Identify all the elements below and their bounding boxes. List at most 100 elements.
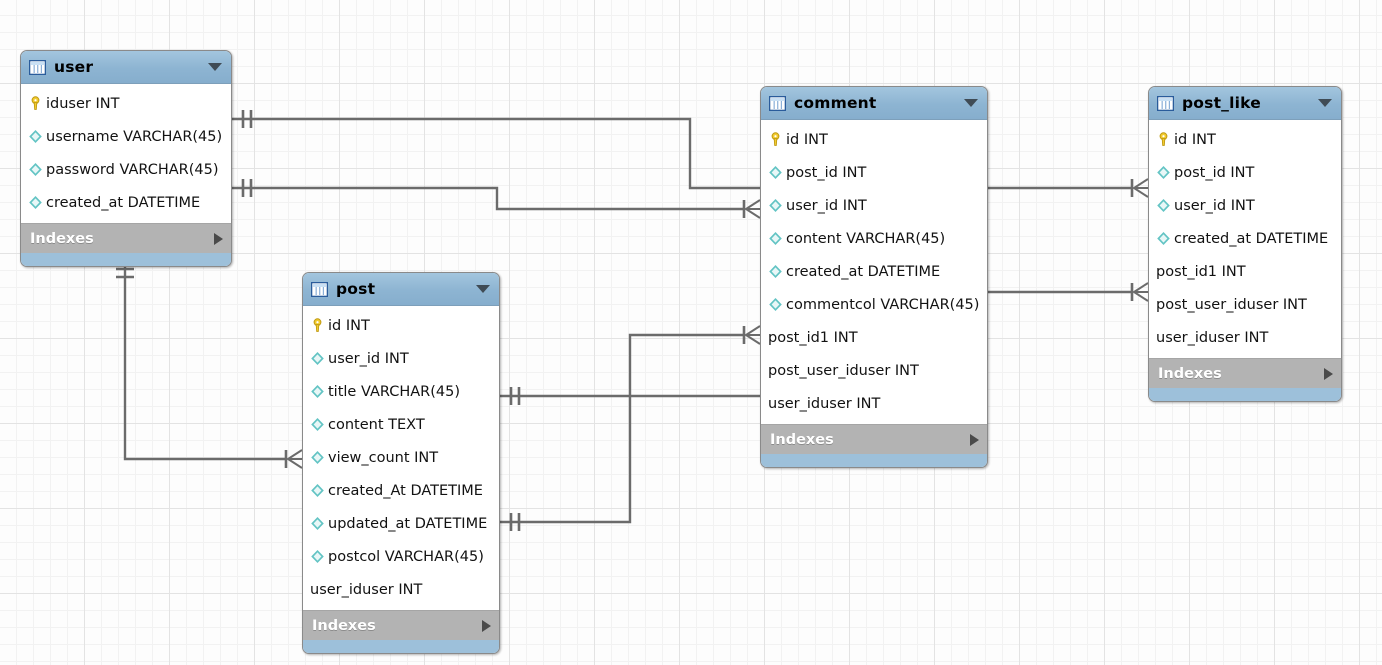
- column-row[interactable]: content TEXT: [303, 408, 499, 441]
- column-label: id INT: [328, 317, 370, 334]
- relationship-user-to-post: [116, 265, 304, 470]
- column-row[interactable]: user_iduser INT: [303, 573, 499, 606]
- column-row[interactable]: user_iduser INT: [761, 387, 987, 420]
- cardinality-one-marker: [241, 179, 253, 197]
- column-label: created_At DATETIME: [328, 482, 483, 499]
- table-header-comment[interactable]: comment: [761, 87, 987, 120]
- column-row[interactable]: post_id1 INT: [1149, 255, 1341, 288]
- column-row[interactable]: id INT: [303, 309, 499, 342]
- chevron-down-icon[interactable]: [208, 63, 222, 71]
- relationship-post-to-comment-post-id1: [500, 324, 762, 531]
- table-name-label: post: [336, 280, 376, 298]
- column-row[interactable]: username VARCHAR(45): [21, 120, 231, 153]
- column-label: username VARCHAR(45): [46, 128, 223, 145]
- column-label: post_id1 INT: [768, 329, 858, 346]
- table-comment[interactable]: comment id INT post_id INT user_id INT conte…: [760, 86, 988, 468]
- chevron-right-icon[interactable]: [1324, 367, 1333, 380]
- column-label: post_user_iduser INT: [1156, 296, 1307, 313]
- cardinality-many-marker: [742, 198, 762, 220]
- column-label: created_at DATETIME: [1174, 230, 1329, 247]
- column-row[interactable]: created_at DATETIME: [761, 255, 987, 288]
- column-diamond-icon: [29, 162, 42, 177]
- column-row[interactable]: post_user_iduser INT: [1149, 288, 1341, 321]
- column-label: created_at DATETIME: [46, 194, 201, 211]
- column-row[interactable]: user_iduser INT: [1149, 321, 1341, 354]
- column-diamond-icon: [1157, 231, 1170, 246]
- table-post[interactable]: post id INT user_id INT title VARCHAR(45) co…: [302, 272, 500, 654]
- cardinality-many-marker: [284, 448, 304, 470]
- column-row[interactable]: created_at DATETIME: [21, 186, 231, 219]
- column-row[interactable]: iduser INT: [21, 87, 231, 120]
- table-columns-post_like: id INT post_id INT user_id INT created_at D…: [1149, 120, 1341, 358]
- table-footer-strip: [761, 454, 987, 467]
- column-label: user_id INT: [328, 350, 409, 367]
- column-label: user_id INT: [1174, 197, 1255, 214]
- chevron-right-icon[interactable]: [970, 433, 979, 446]
- primary-key-icon: [31, 96, 40, 110]
- column-label: user_iduser INT: [310, 581, 423, 598]
- indexes-section-post_like[interactable]: Indexes: [1149, 358, 1341, 388]
- table-user[interactable]: user iduser INT username VARCHAR(45) passwo…: [20, 50, 232, 267]
- relationship-user-to-comment-user-id: [232, 179, 762, 220]
- table-columns-post: id INT user_id INT title VARCHAR(45) conten…: [303, 306, 499, 610]
- column-row[interactable]: content VARCHAR(45): [761, 222, 987, 255]
- column-diamond-icon: [311, 417, 324, 432]
- chevron-down-icon[interactable]: [1318, 99, 1332, 107]
- column-row[interactable]: password VARCHAR(45): [21, 153, 231, 186]
- table-name-label: comment: [794, 94, 877, 112]
- column-row[interactable]: commentcol VARCHAR(45): [761, 288, 987, 321]
- column-row[interactable]: id INT: [1149, 123, 1341, 156]
- table-header-post[interactable]: post: [303, 273, 499, 306]
- relationship-user-to-comment-user-iduser: [232, 110, 760, 190]
- column-row[interactable]: post_id1 INT: [761, 321, 987, 354]
- primary-key-icon: [771, 132, 780, 146]
- column-row[interactable]: post_id INT: [1149, 156, 1341, 189]
- table-header-user[interactable]: user: [21, 51, 231, 84]
- cardinality-one-marker: [509, 513, 521, 531]
- column-diamond-icon: [769, 264, 782, 279]
- column-row[interactable]: created_At DATETIME: [303, 474, 499, 507]
- indexes-section-post[interactable]: Indexes: [303, 610, 499, 640]
- chevron-down-icon[interactable]: [476, 285, 490, 293]
- column-label: id INT: [1174, 131, 1216, 148]
- column-row[interactable]: postcol VARCHAR(45): [303, 540, 499, 573]
- table-header-post_like[interactable]: post_like: [1149, 87, 1341, 120]
- table-footer-strip: [303, 640, 499, 653]
- column-label: content TEXT: [328, 416, 425, 433]
- column-label: post_id INT: [786, 164, 867, 181]
- column-row[interactable]: post_id INT: [761, 156, 987, 189]
- column-diamond-icon: [311, 351, 324, 366]
- table-footer-strip: [21, 253, 231, 266]
- relationship-comment-to-post-like-upper: [988, 177, 1150, 199]
- indexes-label: Indexes: [30, 230, 94, 247]
- column-row[interactable]: view_count INT: [303, 441, 499, 474]
- column-label: created_at DATETIME: [786, 263, 941, 280]
- column-label: postcol VARCHAR(45): [328, 548, 484, 565]
- column-row[interactable]: title VARCHAR(45): [303, 375, 499, 408]
- chevron-down-icon[interactable]: [964, 99, 978, 107]
- column-label: view_count INT: [328, 449, 439, 466]
- column-row[interactable]: post_user_iduser INT: [761, 354, 987, 387]
- column-row[interactable]: user_id INT: [303, 342, 499, 375]
- column-row[interactable]: user_id INT: [1149, 189, 1341, 222]
- column-row[interactable]: user_id INT: [761, 189, 987, 222]
- chevron-right-icon[interactable]: [482, 619, 491, 632]
- chevron-right-icon[interactable]: [214, 232, 223, 245]
- indexes-label: Indexes: [770, 431, 834, 448]
- column-row[interactable]: created_at DATETIME: [1149, 222, 1341, 255]
- indexes-section-comment[interactable]: Indexes: [761, 424, 987, 454]
- column-label: commentcol VARCHAR(45): [786, 296, 980, 313]
- primary-key-icon: [1159, 132, 1168, 146]
- column-row[interactable]: id INT: [761, 123, 987, 156]
- indexes-section-user[interactable]: Indexes: [21, 223, 231, 253]
- indexes-label: Indexes: [1158, 365, 1222, 382]
- cardinality-one-marker: [241, 110, 253, 128]
- table-columns-comment: id INT post_id INT user_id INT content VARC…: [761, 120, 987, 424]
- column-label: content VARCHAR(45): [786, 230, 946, 247]
- table-name-label: user: [54, 58, 94, 76]
- cardinality-many-marker: [742, 324, 762, 346]
- column-diamond-icon: [769, 165, 782, 180]
- column-row[interactable]: updated_at DATETIME: [303, 507, 499, 540]
